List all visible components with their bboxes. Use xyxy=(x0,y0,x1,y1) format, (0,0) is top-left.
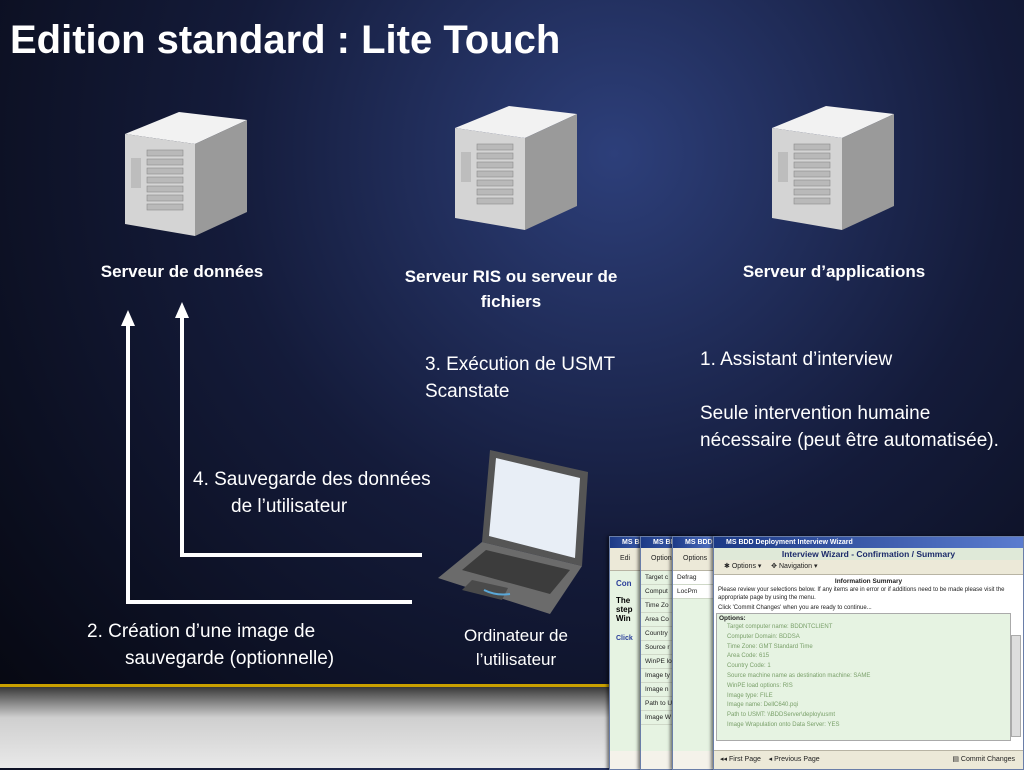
wrench-icon: ✱ xyxy=(724,563,730,570)
step-3-scanstate: 3. Exécution de USMT Scanstate xyxy=(425,354,615,402)
commit-hint: Click 'Commit Changes' when you are read… xyxy=(718,605,872,611)
options-panel: Options: Target computer name: BDDNTCLIE… xyxy=(716,613,1011,741)
arrow-head-image xyxy=(121,310,135,326)
laptop-icon xyxy=(438,450,588,614)
back-text: Click xyxy=(616,635,633,642)
arrow-line-image xyxy=(126,324,412,604)
wizard-content: Information Summary Please review your s… xyxy=(714,575,1023,751)
commit-changes-label: Commit Changes xyxy=(960,756,1015,763)
first-page-icon: ◂◂ xyxy=(720,756,728,763)
summary-item: Computer Domain: BDDSA xyxy=(727,633,800,640)
laptop-label: Ordinateur de l’utilisateur xyxy=(464,626,568,669)
back-text: Con xyxy=(616,579,632,588)
document-icon: ▤ xyxy=(952,756,959,763)
chevron-down-icon: ▾ xyxy=(757,563,762,570)
summary-item: Image Wrapulation onto Data Server: YES xyxy=(727,721,840,728)
list-item: Defrag xyxy=(673,571,721,585)
wizard-window-main: MS BDD Deployment Interview Wizard Inter… xyxy=(713,536,1024,770)
gold-divider xyxy=(0,684,610,687)
summary-item: WinPE load options: RIS xyxy=(727,682,793,689)
wizard-heading: Interview Wizard - Confirmation / Summar… xyxy=(714,548,1023,560)
step-2-image: 2. Création d’une image de sauvegarde (o… xyxy=(87,621,335,669)
summary-item: Area Code: 615 xyxy=(727,653,770,660)
summary-item: Source machine name as destination machi… xyxy=(727,672,871,679)
summary-item: Time Zone: GMT Standard Time xyxy=(727,643,813,650)
application-server-icon xyxy=(772,106,894,230)
wizard-toolbar: ✱ Options ▾ ✥ Navigation ▾ xyxy=(714,560,1023,575)
summary-item: Path to USMT: \\BDDServer\deploy\usmt xyxy=(727,712,836,719)
wizard-footer: ◂◂ First Page ◂ Previous Page ▤ Commit C… xyxy=(714,750,1023,769)
navigation-icon: ✥ xyxy=(771,563,778,570)
file-server-icon xyxy=(455,106,577,230)
summary-item: Image name: DellC640.pqi xyxy=(727,702,799,709)
previous-page-button[interactable]: Previous Page xyxy=(774,756,820,763)
commit-changes-button[interactable]: ▤ Commit Changes xyxy=(952,751,1015,769)
summary-item: Country Code: 1 xyxy=(727,663,771,670)
previous-page-icon: ◂ xyxy=(768,756,773,763)
navigation-menu[interactable]: Navigation xyxy=(778,563,813,570)
arrow-head-backup xyxy=(175,302,189,318)
options-label: Options: xyxy=(719,615,746,622)
info-text: Please review your selections below. If … xyxy=(718,587,1005,601)
toolbar-item[interactable]: Options xyxy=(673,548,721,571)
data-server-icon xyxy=(125,112,247,236)
window-title: MS BDD Deployment Interview Wizard xyxy=(714,537,1023,548)
application-server-label: Serveur d’applications xyxy=(742,262,926,281)
step-1-interview: 1. Assistant d’interview xyxy=(700,349,893,370)
options-menu[interactable]: Options xyxy=(731,563,756,570)
list-item: LocPm xyxy=(673,585,721,599)
file-server-label: Serveur RIS ou serveur de fichiers xyxy=(404,267,618,311)
summary-list: Target computer name: BDDNTCLIENT Comput… xyxy=(717,623,1010,731)
first-page-button[interactable]: First Page xyxy=(728,756,761,763)
step-1-note: Seule intervention humaine nécessaire (p… xyxy=(700,403,999,451)
window-title: MS BDD xyxy=(673,537,721,548)
chevron-down-icon: ▾ xyxy=(814,563,818,570)
summary-scrollbar[interactable] xyxy=(1011,635,1021,737)
summary-item: Target computer name: BDDNTCLIENT xyxy=(727,624,833,630)
summary-item: Image type: FILE xyxy=(727,692,773,699)
back-text: The step Win xyxy=(616,596,633,623)
step-4-backup: 4. Sauvegarde des données de l’utilisate… xyxy=(193,469,431,517)
info-title: Information Summary xyxy=(834,578,903,585)
slide-title: Edition standard : Lite Touch xyxy=(10,18,561,62)
data-server-label: Serveur de données xyxy=(100,262,264,281)
